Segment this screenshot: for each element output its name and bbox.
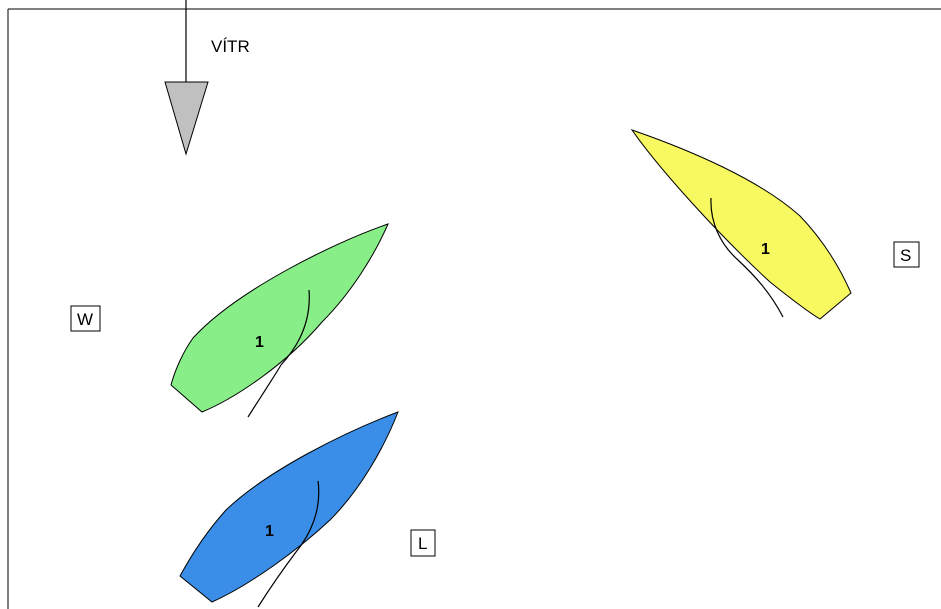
boat-starboard-number: 1 xyxy=(761,241,770,258)
boat-starboard: 1 xyxy=(630,129,852,320)
label-windward-text: W xyxy=(77,310,93,329)
label-box-starboard-frame xyxy=(893,241,920,268)
wind-indicator: VÍTR xyxy=(164,0,250,156)
boat-windward-sail xyxy=(247,289,310,418)
label-starboard-text: S xyxy=(900,246,911,265)
label-box-leeward-frame xyxy=(410,529,436,557)
label-box-windward: W xyxy=(70,305,101,332)
wind-label: VÍTR xyxy=(211,37,250,56)
wind-arrow-head xyxy=(164,81,209,156)
boat-windward-number: 1 xyxy=(255,334,264,351)
boat-leeward-number: 1 xyxy=(265,523,274,540)
boat-starboard-hull xyxy=(630,129,852,320)
boat-starboard-sail xyxy=(710,197,784,318)
label-leeward-text: L xyxy=(418,534,427,553)
boat-leeward-sail xyxy=(257,480,320,608)
boat-windward-hull xyxy=(170,223,389,413)
boat-windward: 1 xyxy=(170,223,389,418)
label-box-leeward: L xyxy=(410,529,436,557)
label-box-starboard: S xyxy=(893,241,920,268)
label-box-windward-frame xyxy=(70,305,101,332)
boat-leeward: 1 xyxy=(179,411,399,608)
boat-leeward-hull xyxy=(179,411,399,603)
